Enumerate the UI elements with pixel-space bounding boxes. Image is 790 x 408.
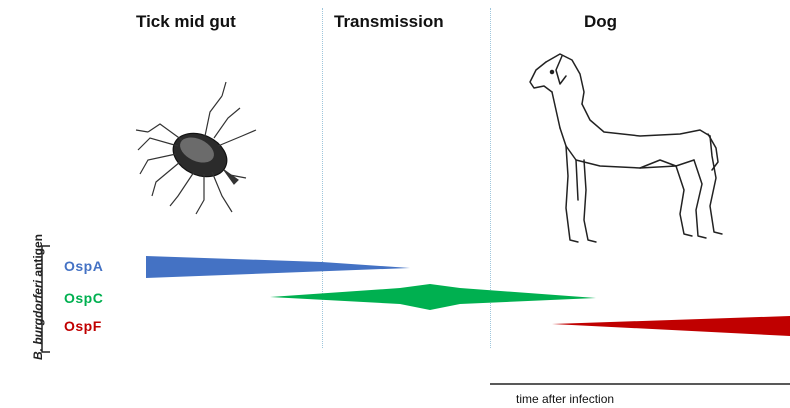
antigen-label-ospa: OspA xyxy=(64,258,103,274)
antigen-axis-title: B. burgdorferi antigen xyxy=(31,197,45,397)
antigen-label-ospf: OspF xyxy=(64,318,102,334)
ospc-expression-band xyxy=(270,284,596,310)
time-axis-label: time after infection xyxy=(516,392,614,406)
antigen-axis-title-rest: antigen xyxy=(31,234,45,280)
dog-illustration-icon xyxy=(530,54,722,242)
antigen-axis-title-species: B. burgdorferi xyxy=(31,280,45,360)
tick-illustration-icon xyxy=(136,82,256,214)
ospa-expression-band xyxy=(146,256,410,278)
ospf-expression-band xyxy=(552,316,790,336)
antigen-label-ospc: OspC xyxy=(64,290,103,306)
